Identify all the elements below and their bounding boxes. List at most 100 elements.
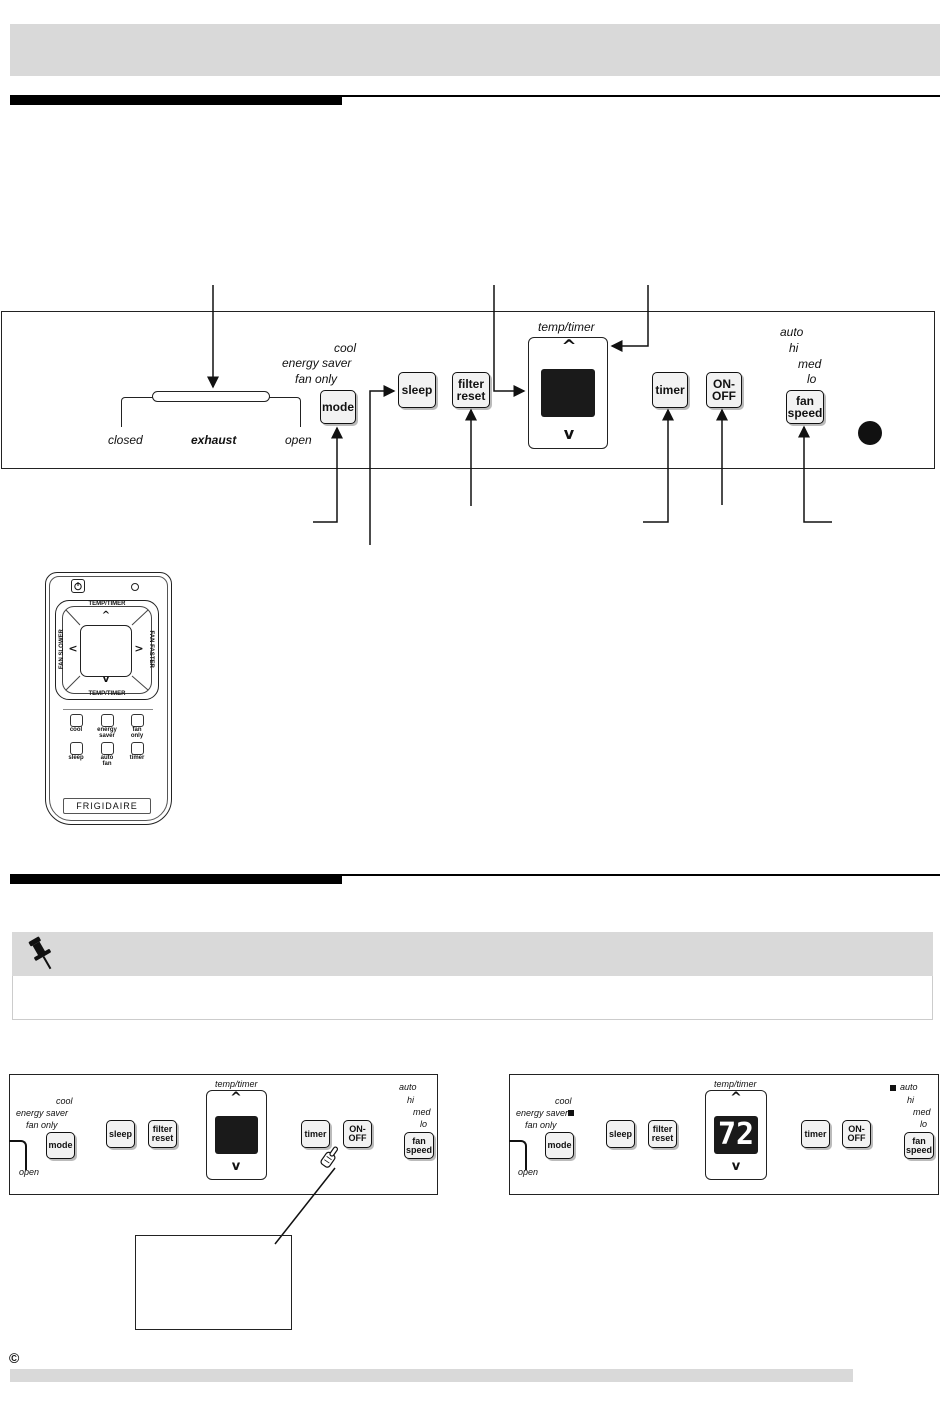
mode-option-fan-only: fan only (295, 372, 338, 386)
section-rule-2 (10, 874, 940, 876)
panel-left-display (215, 1116, 258, 1154)
panel-left-open-label: open (19, 1167, 40, 1177)
panel-left-fan-speed-button[interactable]: fan speed (404, 1132, 434, 1159)
panel-right-open-label: open (518, 1167, 539, 1177)
panel-right-mode-cool: cool (555, 1096, 572, 1106)
panel-right-sleep-button[interactable]: sleep (606, 1120, 635, 1148)
remote-temp-timer-bottom: TEMP/TIMER (88, 691, 126, 697)
panel-right-mode-button[interactable]: mode (545, 1132, 574, 1159)
panel-right-mode-fan-only: fan only (525, 1120, 557, 1130)
exhaust-closed-label: closed (108, 433, 143, 447)
panel-left-mode-button[interactable]: mode (46, 1132, 75, 1159)
panel-right-filter-reset-button[interactable]: filter reset (648, 1120, 677, 1148)
remote-auto-fan-button[interactable] (101, 742, 114, 755)
temp-up-button[interactable]: ^ (558, 336, 580, 357)
remote-energy-saver-button[interactable] (101, 714, 114, 727)
panel-right-mode-energy-saver: energy saver (516, 1108, 569, 1118)
panel-right-fan-hi: hi (907, 1095, 915, 1105)
panel-left-mode-energy-saver: energy saver (16, 1108, 69, 1118)
temp-timer-label: temp/timer (538, 320, 595, 334)
header-bar (10, 24, 940, 76)
footer-bar (10, 1369, 853, 1382)
remote-button-area (63, 709, 153, 790)
panel-left-mode-fan-only: fan only (26, 1120, 58, 1130)
note-body (12, 976, 933, 1020)
remote-cool-label: cool (69, 727, 83, 733)
remote-right-button[interactable]: > (134, 642, 144, 655)
panel-right-fan-speed-button[interactable]: fan speed (904, 1132, 934, 1159)
temp-down-button[interactable]: v (558, 424, 580, 443)
on-off-button[interactable]: ON- OFF (706, 372, 742, 408)
callout-box (135, 1235, 292, 1330)
remote-inner-outline (49, 576, 168, 821)
remote-power-button[interactable] (71, 579, 85, 593)
remote-timer-button[interactable] (131, 742, 144, 755)
remote-auto-fan-label: auto fan (100, 755, 114, 768)
remote-fan-only-button[interactable] (131, 714, 144, 727)
remote-energy-saver-label: energy saver (97, 727, 117, 740)
fan-option-lo: lo (807, 372, 817, 386)
sleep-button[interactable]: sleep (398, 372, 436, 408)
mode-button[interactable]: mode (320, 390, 356, 424)
remote-fan-only-label: fan only (130, 727, 144, 740)
remote-dpad-outer (55, 600, 159, 700)
power-icon (74, 582, 82, 591)
panel-right-on-off-button[interactable]: ON- OFF (842, 1120, 871, 1148)
remote-brand-logo: FRIGIDAIRE (63, 798, 151, 814)
panel-left-timer-button[interactable]: timer (301, 1120, 330, 1148)
panel-left-up-button[interactable]: ^ (230, 1090, 242, 1106)
remote-timer-label: timer (129, 755, 145, 761)
mode-option-energy-saver: energy saver (282, 356, 352, 370)
panel-left-temp-timer-label: temp/timer (215, 1079, 258, 1089)
fan-speed-button[interactable]: fan speed (786, 390, 824, 424)
remote-dpad-diagonals (65, 609, 149, 691)
panel-left-fan-auto: auto (399, 1082, 417, 1092)
panel-left-fan-med: med (413, 1107, 431, 1117)
panel-left-on-off-button[interactable]: ON- OFF (343, 1120, 372, 1148)
pointing-hand-icon (320, 1146, 339, 1168)
note-header (12, 932, 933, 976)
panel-right-down-button[interactable]: v (731, 1159, 741, 1174)
exhaust-slider[interactable] (152, 391, 270, 402)
panel-right-temp-timer-label: temp/timer (714, 1079, 757, 1089)
remote-sleep-button[interactable] (70, 742, 83, 755)
panel-right-display: 72 (714, 1116, 758, 1154)
panel-right-timer-button[interactable]: timer (801, 1120, 830, 1148)
copyright-symbol: © (9, 1350, 20, 1366)
panel-left-sleep-button[interactable]: sleep (106, 1120, 135, 1148)
panel-right-fan-med: med (913, 1107, 931, 1117)
timer-button[interactable]: timer (652, 372, 688, 408)
section-rule-thick-2 (10, 875, 342, 884)
remote-sleep-label: sleep (68, 755, 84, 761)
filter-reset-button[interactable]: filter reset (452, 372, 490, 408)
panel-left-exhaust-edge (9, 1140, 27, 1170)
panel-left-down-button[interactable]: v (231, 1159, 241, 1174)
temp-display (541, 369, 595, 417)
remote-cool-button[interactable] (70, 714, 83, 727)
mode-option-cool: cool (334, 341, 357, 355)
panel-left-filter-reset-button[interactable]: filter reset (148, 1120, 177, 1148)
exhaust-open-label: open (285, 433, 312, 447)
panel-right-energy-saver-indicator (568, 1110, 574, 1116)
remote-up-button[interactable]: ^ (101, 610, 111, 621)
exhaust-label: exhaust (191, 433, 237, 447)
section-rule (10, 95, 940, 97)
remote-temp-timer-top: TEMP/TIMER (88, 601, 126, 607)
chevron-down-icon: v (563, 424, 575, 443)
fan-option-med: med (798, 357, 822, 371)
panel-right-fan-auto: auto (900, 1082, 918, 1092)
pushpin-icon (28, 936, 52, 970)
panel-right-up-button[interactable]: ^ (730, 1090, 742, 1106)
fan-option-hi: hi (789, 341, 799, 355)
remote-dpad-center[interactable] (80, 625, 132, 677)
fan-option-auto: auto (780, 325, 804, 339)
remote-left-button[interactable]: < (68, 642, 78, 655)
callout-lines (207, 285, 832, 545)
section-rule-thick (10, 96, 342, 105)
panel-left-mode-cool: cool (56, 1096, 73, 1106)
remote-down-button[interactable]: v (102, 674, 110, 685)
remote-dpad-ring (62, 606, 152, 694)
chevron-up-icon: ^ (561, 336, 577, 357)
remote-sensor (858, 421, 882, 445)
panel-right-fan-auto-indicator (890, 1085, 896, 1091)
